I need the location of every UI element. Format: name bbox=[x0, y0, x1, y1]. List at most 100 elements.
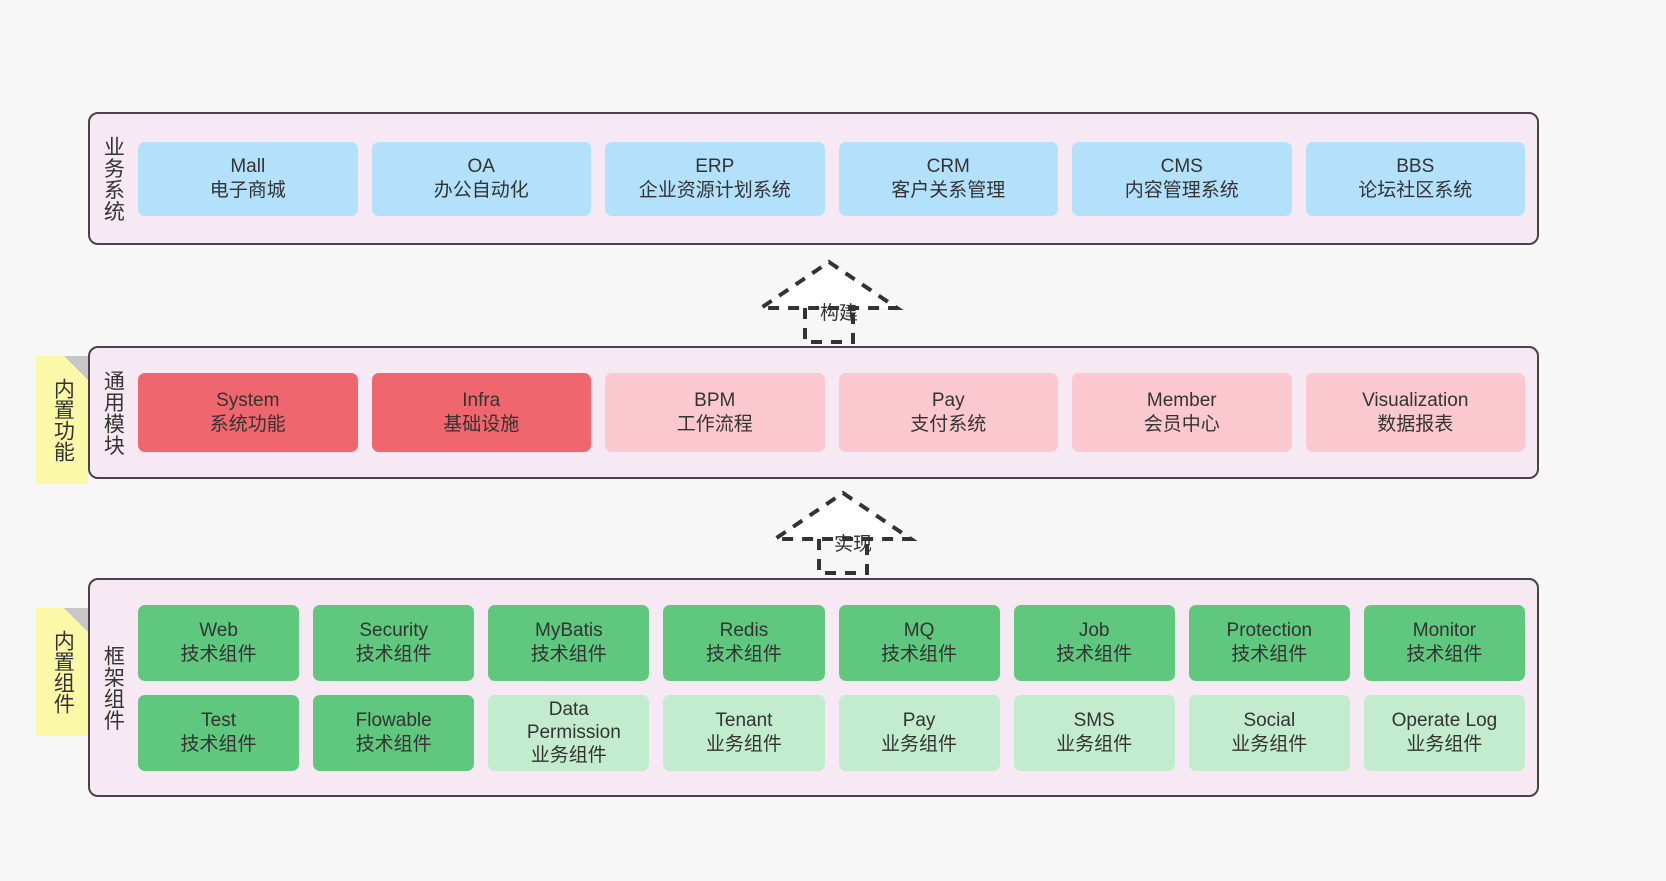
node-subtitle: 客户关系管理 bbox=[891, 179, 1006, 201]
node-subtitle: 会员中心 bbox=[1143, 413, 1220, 435]
node-subtitle: 工作流程 bbox=[676, 413, 753, 435]
node-subtitle: 电子商城 bbox=[209, 179, 286, 201]
node-web[interactable]: Web 技术组件 bbox=[138, 604, 300, 681]
node-security[interactable]: Security 技术组件 bbox=[313, 604, 475, 681]
node-member[interactable]: Member 会员中心 bbox=[1072, 373, 1292, 452]
node-job[interactable]: Job 技术组件 bbox=[1013, 604, 1175, 681]
node-title: Security bbox=[359, 620, 428, 642]
layer-label-business-systems: 业务系统 bbox=[101, 135, 125, 222]
node-subtitle: 技术组件 bbox=[1231, 643, 1308, 665]
node-subtitle: 内容管理系统 bbox=[1124, 179, 1239, 201]
node-title: Infra bbox=[462, 390, 501, 412]
layer-framework-components[interactable]: 框架组件 Web 技术组件 Security 技术组件 MyBatis 技术组件… bbox=[88, 578, 1539, 797]
node-subtitle: 支付系统 bbox=[910, 413, 987, 435]
layer-body-framework-components: Web 技术组件 Security 技术组件 MyBatis 技术组件 Redi… bbox=[134, 580, 1537, 795]
node-subtitle: 技术组件 bbox=[881, 643, 958, 665]
connector-label-implement: 实现 bbox=[834, 534, 873, 555]
node-sms[interactable]: SMS 业务组件 bbox=[1013, 694, 1175, 771]
node-subtitle: 办公自动化 bbox=[433, 179, 529, 201]
note-fold-corner-icon bbox=[64, 608, 88, 632]
node-crm[interactable]: CRM 客户关系管理 bbox=[838, 141, 1058, 216]
node-redis[interactable]: Redis 技术组件 bbox=[663, 604, 825, 681]
node-subtitle: 业务组件 bbox=[881, 733, 958, 755]
node-subtitle: 业务组件 bbox=[530, 745, 607, 767]
layer-business-systems[interactable]: 业务系统 Mall 电子商城 OA 办公自动化 ERP 企业资源计划系统 CRM… bbox=[88, 112, 1539, 245]
node-row: Mall 电子商城 OA 办公自动化 ERP 企业资源计划系统 CRM 客户关系… bbox=[138, 141, 1525, 216]
node-erp[interactable]: ERP 企业资源计划系统 bbox=[605, 141, 825, 216]
layer-label-framework-components: 框架组件 bbox=[101, 644, 125, 731]
node-title: Monitor bbox=[1412, 620, 1477, 642]
note-fold-corner-icon bbox=[64, 356, 88, 380]
note-builtin-features: 内置功能 bbox=[36, 356, 88, 484]
node-subtitle: 业务组件 bbox=[705, 733, 782, 755]
node-title: Member bbox=[1146, 390, 1217, 412]
node-pay-component[interactable]: Pay 业务组件 bbox=[838, 694, 1000, 771]
node-data-permission[interactable]: Data Permission 业务组件 bbox=[488, 694, 650, 771]
node-title: ERP bbox=[695, 156, 735, 178]
node-subtitle: 业务组件 bbox=[1056, 733, 1133, 755]
node-title: Tenant bbox=[715, 710, 773, 732]
node-title: Social bbox=[1243, 710, 1296, 732]
node-title: Test bbox=[201, 710, 236, 732]
node-title: Operate Log bbox=[1391, 710, 1498, 732]
node-title: BPM bbox=[694, 390, 736, 412]
node-test[interactable]: Test 技术组件 bbox=[138, 694, 300, 771]
node-title: System bbox=[216, 390, 280, 412]
node-pay[interactable]: Pay 支付系统 bbox=[838, 373, 1058, 452]
node-title: Protection bbox=[1226, 620, 1313, 642]
node-operate-log[interactable]: Operate Log 业务组件 bbox=[1363, 694, 1525, 771]
node-flowable[interactable]: Flowable 技术组件 bbox=[313, 694, 475, 771]
node-subtitle: 技术组件 bbox=[530, 643, 607, 665]
node-subtitle: 技术组件 bbox=[180, 733, 257, 755]
note-text: 内置组件 bbox=[51, 630, 75, 714]
node-title: CRM bbox=[926, 156, 970, 178]
node-title: Pay bbox=[931, 390, 965, 412]
node-system[interactable]: System 系统功能 bbox=[138, 373, 358, 452]
node-subtitle: 技术组件 bbox=[355, 643, 432, 665]
node-title: Web bbox=[199, 620, 238, 642]
node-subtitle: 基础设施 bbox=[443, 413, 520, 435]
node-title: CMS bbox=[1160, 156, 1203, 178]
node-monitor[interactable]: Monitor 技术组件 bbox=[1363, 604, 1525, 681]
node-title: Job bbox=[1078, 620, 1110, 642]
node-title: BBS bbox=[1396, 156, 1435, 178]
note-builtin-components: 内置组件 bbox=[36, 608, 88, 736]
node-row: Web 技术组件 Security 技术组件 MyBatis 技术组件 Redi… bbox=[138, 604, 1525, 681]
node-bbs[interactable]: BBS 论坛社区系统 bbox=[1305, 141, 1525, 216]
node-subtitle: 技术组件 bbox=[1056, 643, 1133, 665]
node-mall[interactable]: Mall 电子商城 bbox=[138, 141, 358, 216]
node-title: Mall bbox=[230, 156, 266, 178]
node-title: Visualization bbox=[1362, 390, 1469, 412]
node-subtitle: 数据报表 bbox=[1377, 413, 1454, 435]
connector-implement: 实现 bbox=[768, 489, 918, 575]
node-infra[interactable]: Infra 基础设施 bbox=[371, 373, 591, 452]
node-visualization[interactable]: Visualization 数据报表 bbox=[1305, 373, 1525, 452]
layer-body-business-systems: Mall 电子商城 OA 办公自动化 ERP 企业资源计划系统 CRM 客户关系… bbox=[134, 114, 1537, 243]
node-mybatis[interactable]: MyBatis 技术组件 bbox=[488, 604, 650, 681]
node-social[interactable]: Social 业务组件 bbox=[1188, 694, 1350, 771]
node-subtitle: 技术组件 bbox=[1406, 643, 1483, 665]
node-subtitle: 技术组件 bbox=[355, 733, 432, 755]
node-title: MQ bbox=[903, 620, 935, 642]
node-subtitle: 业务组件 bbox=[1406, 733, 1483, 755]
layer-common-modules[interactable]: 通用模块 System 系统功能 Infra 基础设施 BPM 工作流程 Pay… bbox=[88, 346, 1539, 479]
node-oa[interactable]: OA 办公自动化 bbox=[371, 141, 591, 216]
node-subtitle: 业务组件 bbox=[1231, 733, 1308, 755]
connector-build: 构建 bbox=[754, 258, 904, 344]
node-subtitle: 论坛社区系统 bbox=[1358, 179, 1473, 201]
node-row: System 系统功能 Infra 基础设施 BPM 工作流程 Pay 支付系统… bbox=[138, 373, 1525, 452]
node-cms[interactable]: CMS 内容管理系统 bbox=[1072, 141, 1292, 216]
node-title: Flowable bbox=[355, 710, 432, 732]
node-title: MyBatis bbox=[535, 620, 603, 642]
connector-label-build: 构建 bbox=[820, 303, 859, 324]
node-title: Data Permission bbox=[526, 698, 621, 743]
node-row: Test 技术组件 Flowable 技术组件 Data Permission … bbox=[138, 694, 1525, 771]
node-mq[interactable]: MQ 技术组件 bbox=[838, 604, 1000, 681]
node-subtitle: 技术组件 bbox=[705, 643, 782, 665]
node-subtitle: 系统功能 bbox=[209, 413, 286, 435]
node-tenant[interactable]: Tenant 业务组件 bbox=[663, 694, 825, 771]
node-subtitle: 技术组件 bbox=[180, 643, 257, 665]
node-protection[interactable]: Protection 技术组件 bbox=[1188, 604, 1350, 681]
node-bpm[interactable]: BPM 工作流程 bbox=[605, 373, 825, 452]
